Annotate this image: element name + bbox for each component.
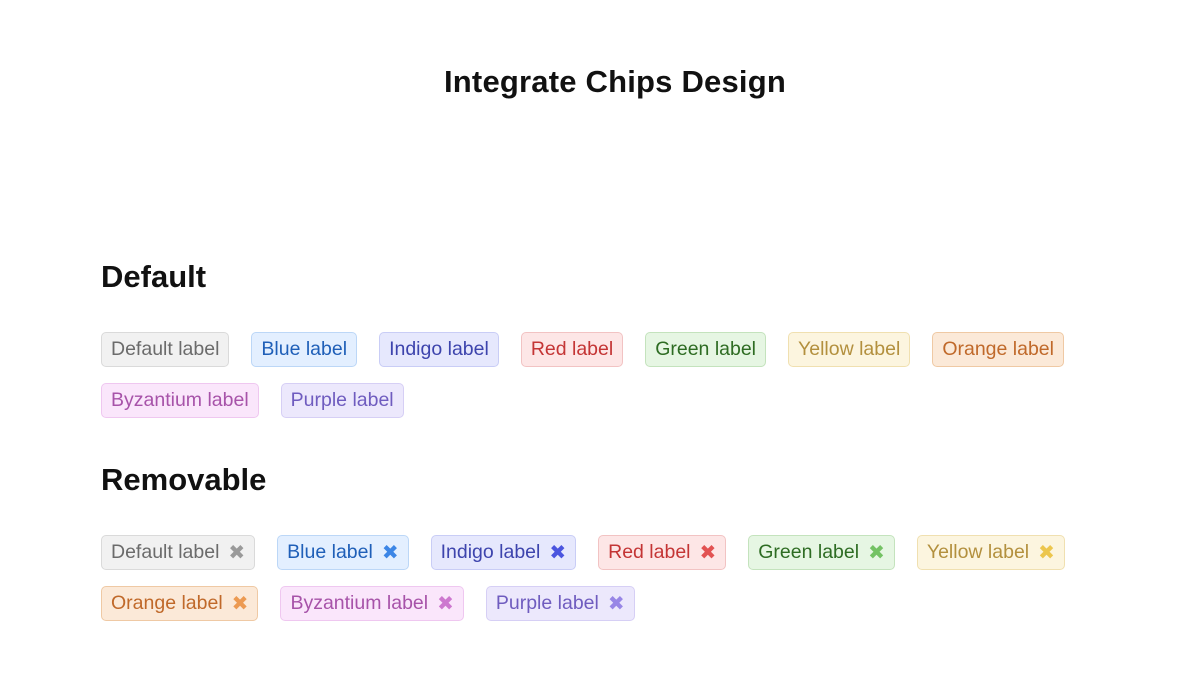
chip-purple[interactable]: Purple label bbox=[280, 383, 404, 418]
chip-green[interactable]: Green label bbox=[645, 332, 767, 367]
chip-label: Indigo label bbox=[389, 337, 489, 360]
default-chip-list: Default label Blue label Indigo label Re… bbox=[101, 332, 1141, 418]
chip-label: Default label bbox=[111, 337, 220, 360]
chip-label: Red label bbox=[608, 540, 691, 563]
chip-label: Byzantium label bbox=[111, 388, 249, 411]
chip-blue[interactable]: Blue label bbox=[251, 332, 358, 367]
removable-chip-orange[interactable]: Orange label ✖ bbox=[101, 586, 259, 621]
close-icon[interactable]: ✖ bbox=[607, 592, 625, 615]
close-icon[interactable]: ✖ bbox=[437, 592, 454, 615]
chip-label: Green label bbox=[655, 337, 757, 360]
removable-chip-default[interactable]: Default label ✖ bbox=[101, 535, 256, 570]
chip-indigo[interactable]: Indigo label bbox=[379, 332, 499, 367]
removable-chip-green[interactable]: Green label ✖ bbox=[748, 535, 895, 570]
close-icon[interactable]: ✖ bbox=[699, 541, 717, 564]
chip-label: Orange label bbox=[942, 337, 1054, 360]
close-icon[interactable]: ✖ bbox=[381, 541, 399, 564]
chip-label: Blue label bbox=[287, 540, 373, 563]
removable-chip-red[interactable]: Red label ✖ bbox=[598, 535, 727, 570]
removable-section-heading: Removable bbox=[101, 462, 267, 497]
chip-orange[interactable]: Orange label bbox=[932, 332, 1064, 367]
removable-chips-section: Removable Default label ✖ Blue label ✖ Ind… bbox=[101, 461, 1141, 621]
chip-default[interactable]: Default label bbox=[101, 332, 230, 367]
chip-label: Yellow label bbox=[926, 540, 1030, 563]
chip-yellow[interactable]: Yellow label bbox=[788, 332, 911, 367]
removable-chip-indigo[interactable]: Indigo label ✖ bbox=[430, 535, 577, 570]
chip-label: Byzantium label bbox=[290, 591, 429, 614]
removable-chip-byzantium[interactable]: Byzantium label ✖ bbox=[280, 586, 464, 621]
close-icon[interactable]: ✖ bbox=[231, 592, 249, 615]
close-icon[interactable]: ✖ bbox=[228, 541, 246, 564]
chip-label: Purple label bbox=[290, 388, 394, 411]
chip-label: Blue label bbox=[261, 337, 348, 360]
close-icon[interactable]: ✖ bbox=[1038, 541, 1055, 564]
page-title: Integrate Chips Design bbox=[443, 64, 786, 99]
chip-label: Purple label bbox=[495, 591, 599, 614]
chip-label: Yellow label bbox=[798, 337, 901, 360]
close-icon[interactable]: ✖ bbox=[868, 541, 885, 564]
removable-chip-yellow[interactable]: Yellow label ✖ bbox=[916, 535, 1065, 570]
chip-label: Default label bbox=[111, 540, 220, 563]
chip-label: Orange label bbox=[111, 591, 223, 614]
chip-label: Red label bbox=[530, 337, 614, 360]
removable-chip-blue[interactable]: Blue label ✖ bbox=[277, 535, 409, 570]
chip-label: Indigo label bbox=[440, 540, 541, 563]
chip-byzantium[interactable]: Byzantium label bbox=[101, 383, 259, 418]
default-section-heading: Default bbox=[101, 259, 207, 294]
chip-label: Green label bbox=[758, 540, 860, 563]
default-chips-section: Default Default label Blue label Indigo … bbox=[101, 258, 1141, 418]
removable-chip-purple[interactable]: Purple label ✖ bbox=[485, 586, 635, 621]
close-icon[interactable]: ✖ bbox=[549, 541, 567, 564]
removable-chip-list: Default label ✖ Blue label ✖ Indigo label ✖… bbox=[101, 535, 1141, 621]
chip-red[interactable]: Red label bbox=[520, 332, 624, 367]
